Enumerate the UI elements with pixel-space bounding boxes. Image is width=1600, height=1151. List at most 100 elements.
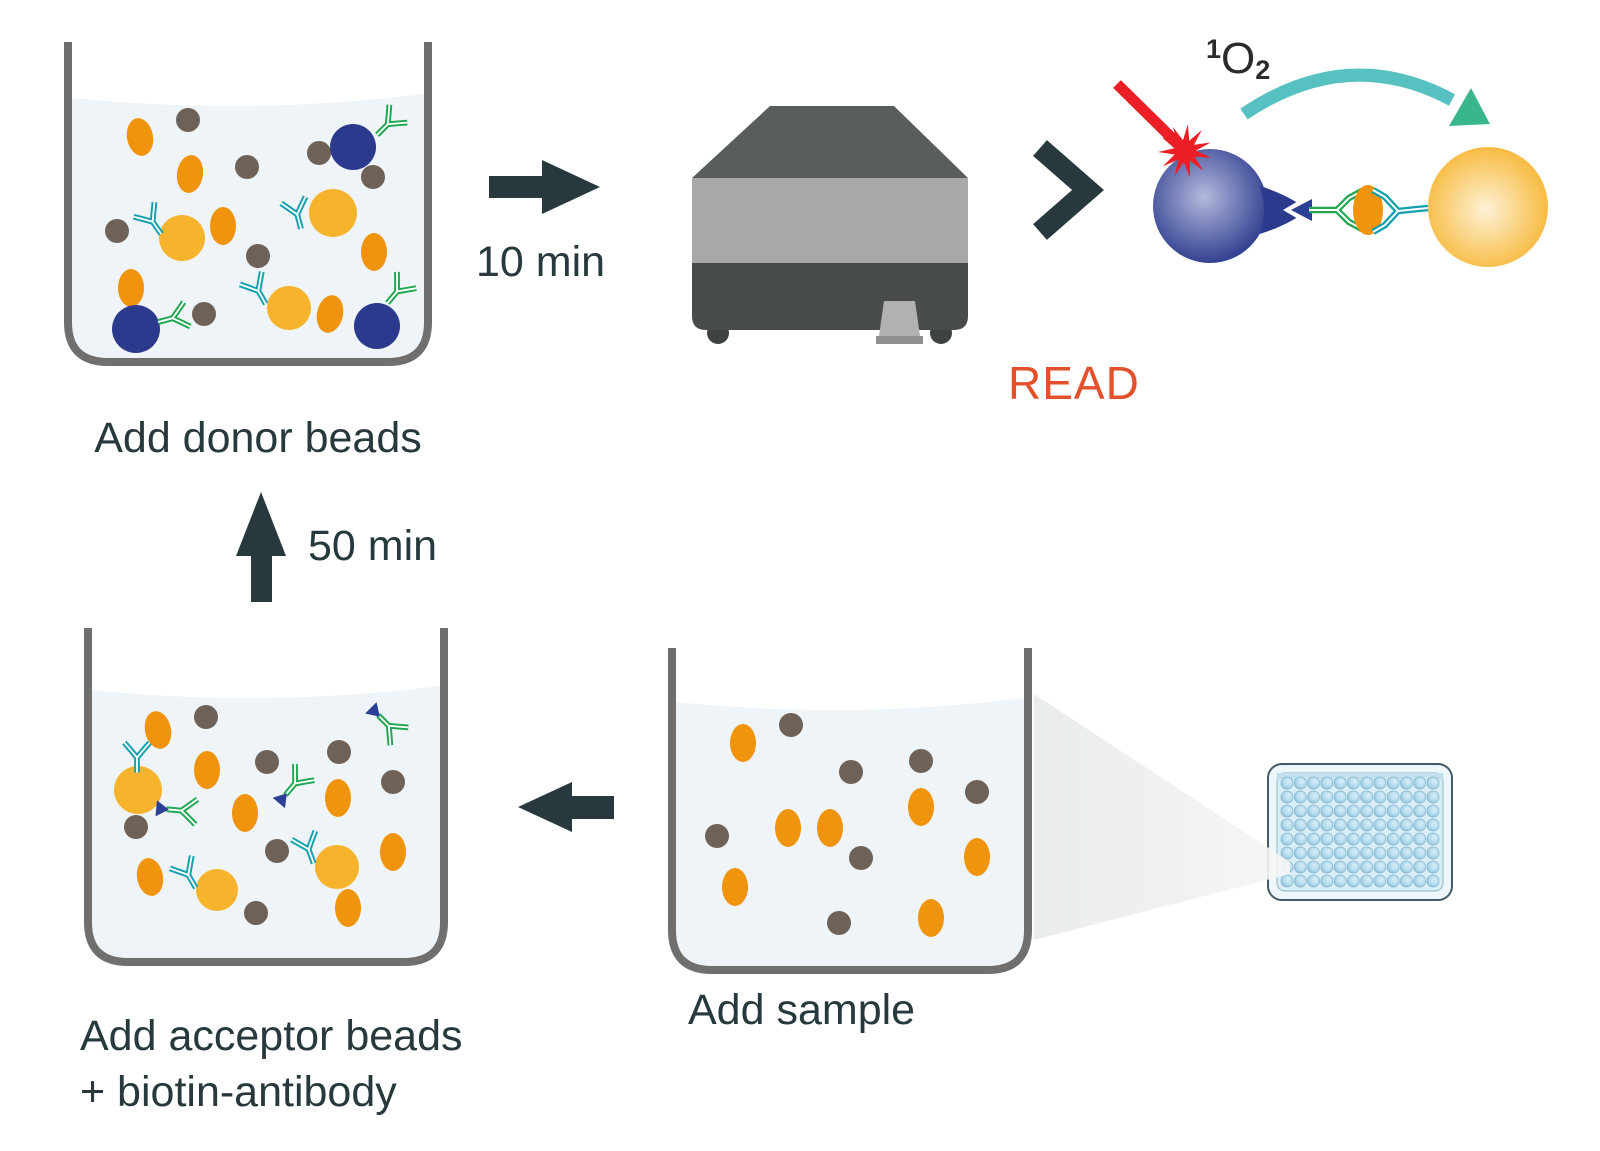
beaker-sample-liquid — [676, 698, 1024, 966]
plate-well — [1386, 832, 1400, 846]
plate-well — [1280, 804, 1294, 818]
arrow-head — [518, 782, 572, 832]
matrix-particle-dot — [839, 760, 863, 784]
plate-well — [1386, 818, 1400, 832]
analyte-oval — [232, 794, 258, 832]
label-singlet-oxygen: 1O2 — [1206, 34, 1270, 86]
acceptor-bead-large — [1428, 147, 1548, 267]
plate-well — [1320, 874, 1334, 888]
plate-well — [1307, 818, 1320, 832]
plate-well — [1400, 790, 1413, 804]
analyte-oval — [380, 833, 406, 871]
antibody-icon — [132, 201, 164, 236]
matrix-particle-dot — [105, 219, 129, 243]
matrix-particle-dot — [327, 740, 351, 764]
read-diagram — [1113, 68, 1548, 267]
analyte-oval — [730, 724, 756, 762]
analyte-oval — [144, 711, 172, 749]
plate-well — [1280, 776, 1294, 790]
analyte-oval — [775, 809, 801, 847]
plate-well — [1386, 846, 1400, 860]
microplate-top-band — [1277, 773, 1443, 780]
beaker-sample — [668, 648, 1032, 974]
plate-well — [1360, 874, 1373, 888]
plate-well — [1280, 832, 1294, 846]
plate-well — [1386, 790, 1400, 804]
antibody-icon — [385, 271, 417, 305]
plate-well — [1360, 804, 1373, 818]
plate-well — [1333, 776, 1347, 790]
plate-well — [1373, 776, 1387, 790]
instrument-chute-base — [876, 336, 923, 344]
plate-well — [1386, 874, 1400, 888]
matrix-particle-dot — [827, 911, 851, 935]
antibody-icon — [238, 271, 269, 306]
plate-well — [1293, 860, 1307, 874]
plate-well — [1373, 874, 1387, 888]
plate-well — [1320, 860, 1334, 874]
donor-bead — [354, 303, 400, 349]
plate-well — [1293, 846, 1307, 860]
arrow-shaft — [572, 796, 614, 819]
singlet-subscript: 2 — [1255, 55, 1271, 85]
biotin-icon — [1291, 199, 1312, 221]
plate-well — [1346, 874, 1360, 888]
plate-well — [1373, 832, 1387, 846]
plate-well — [1426, 804, 1440, 818]
analyte-oval — [335, 889, 361, 927]
plate-well — [1293, 832, 1307, 846]
plate-well — [1426, 832, 1440, 846]
plate-well — [1280, 874, 1294, 888]
laser-burst-icon — [1158, 124, 1212, 178]
analyte-oval — [210, 207, 236, 245]
plate-well — [1307, 790, 1320, 804]
instrument-middle — [692, 178, 968, 263]
matrix-particle-dot — [779, 713, 803, 737]
plate-well — [1307, 832, 1320, 846]
plate-well — [1373, 818, 1387, 832]
plate-well — [1386, 804, 1400, 818]
instrument-top — [692, 106, 968, 178]
plate-well — [1386, 776, 1400, 790]
beaker-sample-wall — [668, 648, 1032, 974]
plate-well — [1413, 860, 1427, 874]
matrix-particle-dot — [194, 705, 218, 729]
analyte-oval — [817, 809, 843, 847]
arrow-shaft — [251, 554, 272, 602]
analyte-oval — [136, 858, 164, 896]
plate-well — [1333, 860, 1347, 874]
analyte-oval — [325, 779, 351, 817]
beaker-acceptor-liquid — [92, 686, 440, 958]
plate-reader-icon — [692, 106, 968, 344]
plate-well — [1333, 874, 1347, 888]
plate-well — [1293, 790, 1307, 804]
plate-well — [1360, 832, 1373, 846]
plate-well — [1280, 790, 1294, 804]
antibody-icon — [157, 300, 192, 330]
arrow-shaft — [489, 176, 542, 198]
zoom-cone-icon — [1034, 694, 1290, 940]
plate-well — [1400, 874, 1413, 888]
plate-well — [1373, 804, 1387, 818]
burst-star — [1158, 124, 1212, 178]
plate-well — [1426, 846, 1440, 860]
analyte-oval — [1353, 185, 1383, 235]
matrix-particle-dot — [909, 749, 933, 773]
plate-well — [1413, 804, 1427, 818]
analyte-oval — [316, 295, 344, 333]
plate-well — [1400, 776, 1413, 790]
plate-well — [1333, 818, 1347, 832]
matrix-particle-dot — [192, 302, 216, 326]
plate-well — [1400, 818, 1413, 832]
plate-well — [1320, 818, 1334, 832]
instrument-bottom — [692, 263, 968, 330]
instrument-chute — [879, 301, 920, 336]
plate-well — [1280, 818, 1294, 832]
antibody-teal-icon — [1371, 187, 1429, 235]
plate-well — [1307, 860, 1320, 874]
plate-well — [1426, 776, 1440, 790]
plate-well — [1333, 832, 1347, 846]
matrix-particle-dot — [265, 839, 289, 863]
plate-well — [1400, 860, 1413, 874]
plate-well — [1373, 790, 1387, 804]
